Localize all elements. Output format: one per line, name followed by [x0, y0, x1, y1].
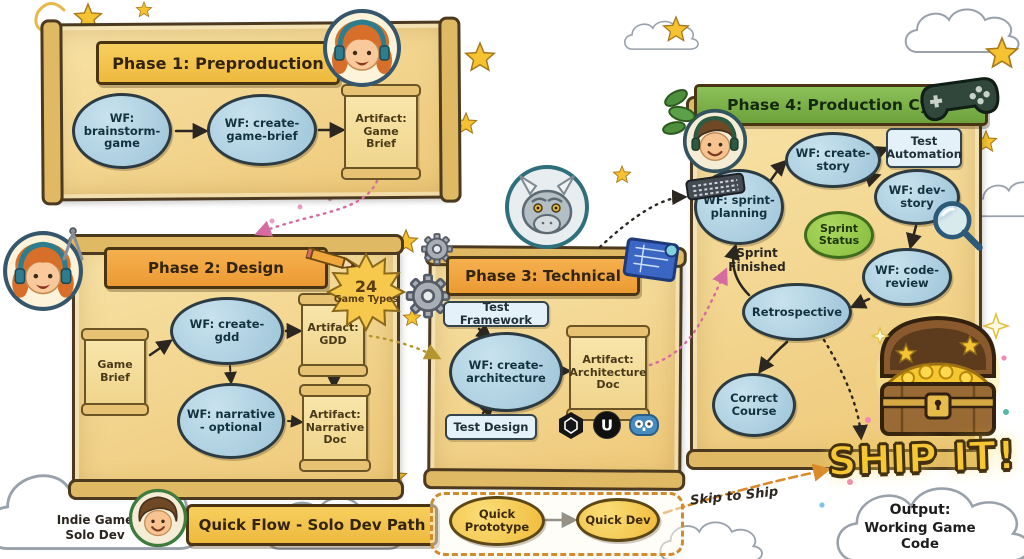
node-test-design: Test Design — [445, 414, 537, 440]
phase3-banner: Phase 3: Technical — [446, 256, 640, 296]
solo-dev-persona-label: Indie Game Solo Dev — [55, 513, 135, 543]
persona-line2: Solo Dev — [65, 528, 125, 542]
magnifier-icon — [933, 201, 983, 251]
node-quick-dev: Quick Dev — [576, 498, 660, 542]
phase4-title: Phase 4: Production Cycle — [727, 96, 955, 114]
phase2-banner: Phase 2: Design — [104, 247, 328, 289]
node-quick-prototype: Quick Prototype — [449, 496, 545, 546]
node-wf-narrative-optional: WF: narrative - optional — [177, 383, 285, 459]
node-label: Sprint Finished — [728, 246, 786, 275]
node-artifact-architecture-doc: Artifact: Architecture Doc — [566, 325, 650, 421]
ship-it-title: SHIP IT! — [823, 432, 1020, 487]
node-label: Sprint Status — [818, 221, 860, 247]
node-label: Test Automation — [886, 134, 962, 161]
node-game-brief: Game Brief — [81, 328, 149, 416]
node-wf-create-gdd: WF: create-gdd — [170, 297, 284, 365]
persona-line1: Indie Game — [56, 513, 134, 527]
solo-dev-avatar-icon — [128, 488, 188, 548]
node-label: Artifact: GDD — [307, 321, 359, 347]
svg-text:U: U — [601, 417, 613, 435]
quick-flow-banner: Quick Flow - Solo Dev Path — [186, 504, 438, 546]
node-label: WF: code-review — [874, 263, 940, 290]
node-retrospective: Retrospective — [742, 283, 852, 341]
cloud-icon — [904, 8, 1020, 53]
node-label: WF: brainstorm-game — [83, 110, 161, 151]
node-wf-brainstorm-game: WF: brainstorm-game — [72, 93, 172, 169]
node-label: Game Brief — [97, 358, 133, 384]
phase3-title: Phase 3: Technical — [465, 267, 621, 285]
node-wf-create-architecture: WF: create-architecture — [449, 332, 563, 412]
node-label: WF: sprint-planning — [703, 193, 775, 220]
quick-flow-title: Quick Flow - Solo Dev Path — [198, 516, 426, 534]
game-controller-icon — [920, 77, 1000, 122]
node-label: Artifact: Narrative Doc — [305, 408, 365, 447]
node-label: Quick Prototype — [464, 507, 530, 534]
pencil-icon — [304, 246, 358, 269]
keyboard-icon — [685, 172, 746, 201]
node-label: Correct Course — [730, 391, 778, 418]
phase1-avatar-icon — [323, 9, 401, 87]
node-label: Test Design — [453, 419, 529, 434]
phase2-avatar-icon — [3, 231, 83, 311]
node-correct-course: Correct Course — [712, 373, 796, 437]
node-sprint-status: Sprint Status — [804, 211, 874, 259]
sprint-finished-label: Sprint Finished — [716, 246, 798, 275]
output-line1: Output: — [889, 502, 951, 518]
node-wf-create-game-brief: WF: create-game-brief — [207, 94, 317, 166]
node-wf-create-story: WF: create-story — [785, 132, 881, 188]
skip-to-ship-label: Skip to Ship — [689, 484, 780, 509]
output-label: Output: Working Game Code — [845, 502, 995, 553]
node-label: Artifact: Architecture Doc — [569, 353, 647, 392]
leaves-icon — [662, 89, 696, 135]
output-line2: Working Game Code — [864, 519, 976, 553]
phase4-avatar-icon — [682, 108, 748, 174]
node-label: WF: create-game-brief — [224, 116, 300, 143]
node-artifact-game-brief: Artifact: Game Brief — [341, 84, 421, 180]
unity-icon — [559, 412, 583, 439]
node-label: WF: dev-story — [888, 183, 946, 210]
node-artifact-narrative-doc: Artifact: Narrative Doc — [299, 384, 371, 472]
node-label: Retrospective — [751, 304, 843, 319]
unreal-icon: U — [593, 411, 621, 439]
phase1-banner: Phase 1: Preproduction — [96, 41, 340, 85]
treasure-chest-icon — [865, 311, 1011, 437]
node-label: Test Framework — [459, 300, 533, 327]
phase3-avatar-icon — [505, 165, 589, 249]
skip-to-ship-text: Skip to Ship — [689, 484, 779, 509]
badge-label: Game Types — [333, 294, 399, 306]
compass-icon — [62, 227, 84, 261]
node-label: WF: narrative - optional — [186, 407, 276, 434]
node-wf-code-review: WF: code-review — [862, 248, 952, 306]
node-label: WF: create-architecture — [466, 358, 546, 385]
node-label: WF: create-gdd — [189, 317, 265, 344]
godot-icon — [629, 414, 659, 436]
cloud-icon — [623, 20, 699, 50]
node-label: Quick Dev — [585, 512, 651, 527]
ship-it-text: SHIP IT! — [826, 432, 1018, 487]
game-types-badge-star — [326, 252, 406, 332]
node-label: WF: create-story — [795, 146, 871, 173]
phase1-title: Phase 1: Preproduction — [112, 53, 324, 73]
phase2-title: Phase 2: Design — [148, 259, 284, 277]
blueprint-icon — [622, 237, 680, 283]
node-test-automation: Test Automation — [886, 128, 962, 168]
game-types-badge-text: 24 Game Types — [326, 252, 406, 332]
node-test-framework: Test Framework — [443, 301, 549, 327]
node-label: Artifact: Game Brief — [355, 112, 407, 151]
badge-number: 24 — [354, 277, 378, 297]
